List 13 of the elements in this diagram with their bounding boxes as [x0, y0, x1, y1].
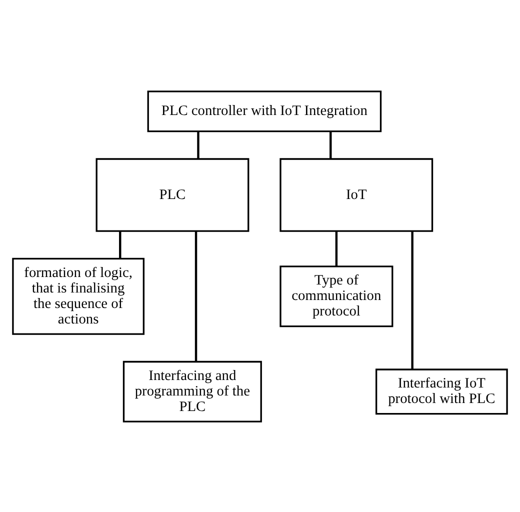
- connector: [335, 230, 338, 266]
- node-box: Interfacing and programming of the PLC: [122, 360, 262, 422]
- connector: [330, 131, 332, 158]
- node-box: PLC: [96, 158, 250, 232]
- node-box: Type of communication protocol: [280, 265, 394, 327]
- connector: [119, 230, 122, 258]
- node-box: Interfacing IoT protocol with PLC: [376, 368, 508, 414]
- node-box: PLC controller with IoT Integration: [147, 90, 382, 132]
- connector: [194, 230, 198, 362]
- node-box: formation of logic, that is finalising the sequence of actions: [12, 257, 144, 334]
- connector: [411, 230, 414, 369]
- connector: [197, 131, 200, 158]
- node-box: IoT: [280, 158, 434, 232]
